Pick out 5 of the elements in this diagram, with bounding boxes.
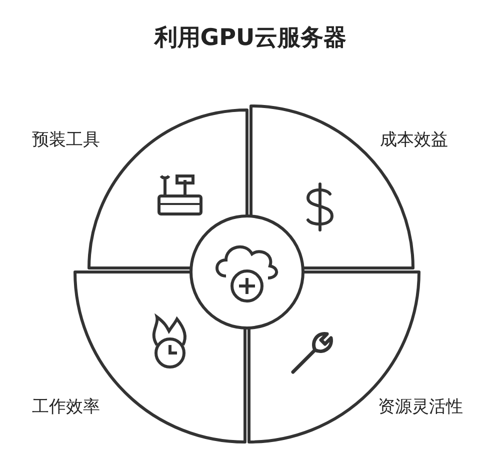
segment-label: 成本效益 [380, 129, 448, 151]
segment-label: 工作效率 [32, 396, 100, 418]
diagram-title: 利用GPU云服务器 [152, 24, 348, 53]
segment-label: 预装工具 [32, 129, 100, 151]
segment-label: 资源灵活性 [378, 396, 463, 418]
